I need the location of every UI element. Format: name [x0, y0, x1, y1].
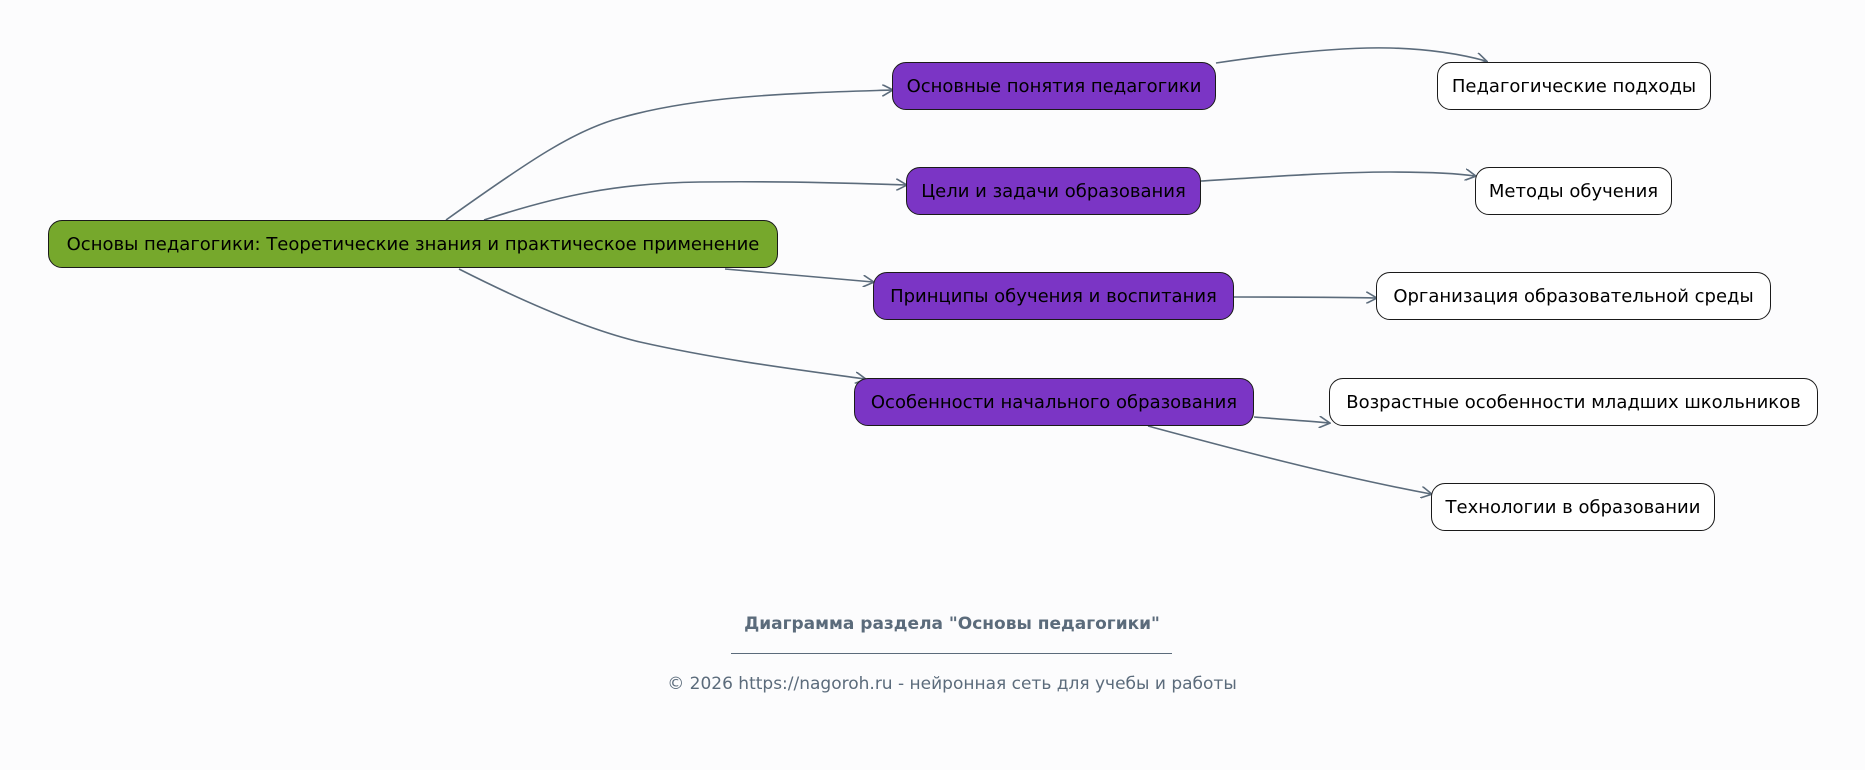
root-node[interactable]: Основы педагогики: Теоретические знания …: [48, 220, 778, 268]
topic-node-goals[interactable]: Цели и задачи образования: [906, 167, 1201, 215]
diagram-caption-footer: © 2026 https://nagoroh.ru - нейронная се…: [667, 674, 1237, 694]
topic-node-basic-concepts[interactable]: Основные понятия педагогики: [892, 62, 1216, 110]
edge-root-to-topic-3: [724, 268, 873, 282]
caption-divider: [731, 653, 1172, 654]
subtopic-node-environment[interactable]: Организация образовательной среды: [1376, 272, 1771, 320]
subtopic-node-methods[interactable]: Методы обучения: [1475, 167, 1672, 215]
subtopic-node-label: Возрастные особенности младших школьнико…: [1346, 391, 1801, 413]
edge-topic-4-to-subtopic-4: [1253, 417, 1329, 423]
edge-topic-2-to-subtopic-2: [1200, 172, 1475, 182]
edge-root-to-topic-4: [458, 268, 865, 379]
subtopic-node-label: Технологии в образовании: [1445, 496, 1701, 518]
edge-topic-4-to-subtopic-5: [1147, 425, 1431, 494]
topic-node-label: Особенности начального образования: [870, 391, 1238, 413]
topic-node-label: Основные понятия педагогики: [906, 75, 1202, 97]
subtopic-node-label: Организация образовательной среды: [1393, 285, 1754, 307]
edge-topic-3-to-subtopic-3: [1233, 297, 1376, 298]
edge-topic-1-to-subtopic-1: [1215, 47, 1486, 63]
subtopic-node-approaches[interactable]: Педагогические подходы: [1437, 62, 1711, 110]
topic-node-principles[interactable]: Принципы обучения и воспитания: [873, 272, 1234, 320]
subtopic-node-technologies[interactable]: Технологии в образовании: [1431, 483, 1715, 531]
subtopic-node-label: Педагогические подходы: [1451, 75, 1697, 97]
edge-root-to-topic-2: [483, 182, 906, 221]
diagram-caption-title: Диаграмма раздела "Основы педагогики": [744, 614, 1160, 634]
topic-node-label: Принципы обучения и воспитания: [890, 285, 1217, 307]
edge-root-to-topic-1: [445, 90, 892, 221]
root-node-label: Основы педагогики: Теоретические знания …: [66, 233, 760, 255]
subtopic-node-label: Методы обучения: [1488, 180, 1659, 202]
topic-node-primary-education[interactable]: Особенности начального образования: [854, 378, 1254, 426]
subtopic-node-age-features[interactable]: Возрастные особенности младших школьнико…: [1329, 378, 1818, 426]
topic-node-label: Цели и задачи образования: [921, 180, 1186, 202]
